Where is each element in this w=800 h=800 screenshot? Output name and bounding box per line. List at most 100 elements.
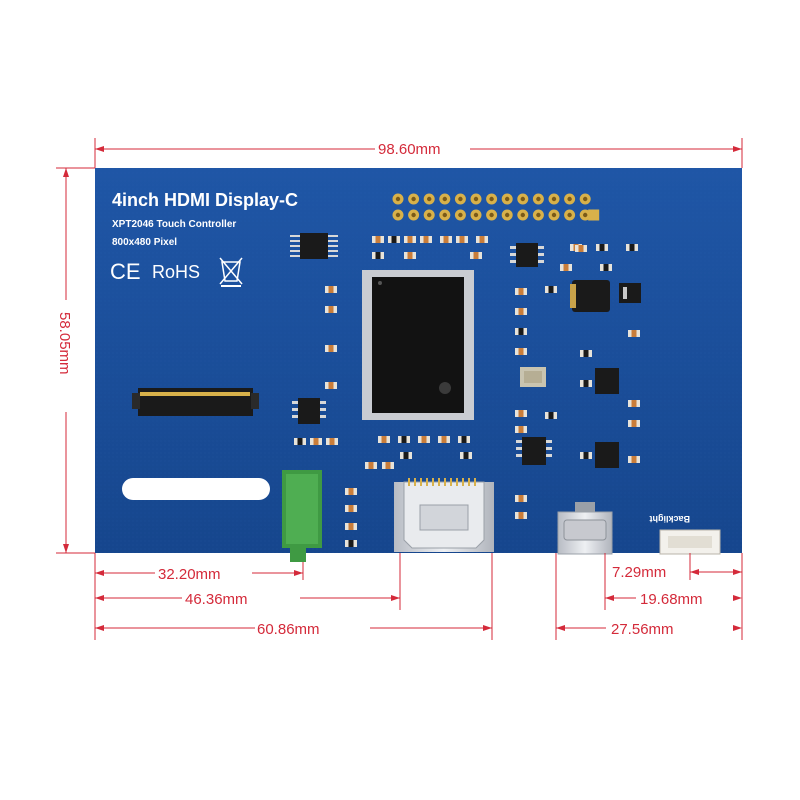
weee-bin-icon: [219, 257, 243, 287]
smd-component: [345, 488, 357, 495]
smd-component: [388, 236, 400, 243]
fpc-connector: [132, 388, 259, 416]
touch-controller-ic: [290, 233, 338, 259]
smd-component: [596, 244, 608, 251]
width-dimension: [94, 138, 743, 168]
gpio-pin-hole: [458, 196, 463, 202]
micro-usb-connector: [557, 502, 613, 555]
board-subtitle-touch: XPT2046 Touch Controller: [112, 219, 236, 230]
gpio-pin-hole: [411, 212, 416, 218]
gpio-pin-hole: [520, 196, 525, 202]
smd-component: [326, 438, 338, 445]
smd-component: [628, 456, 640, 463]
smd-component: [345, 505, 357, 512]
gpio-pin-hole: [505, 212, 510, 218]
smd-component: [325, 306, 337, 313]
gpio-pin-hole: [473, 196, 479, 202]
smd-component: [440, 236, 452, 243]
ce-mark: CE: [110, 259, 141, 284]
gpio-header: [392, 193, 600, 221]
crystal-oscillator: [520, 367, 546, 387]
gpio-pin-hole: [427, 212, 432, 218]
smd-component: [325, 345, 337, 352]
smd-component: [545, 412, 557, 419]
smd-component: [378, 436, 390, 443]
height-dimension: [56, 167, 95, 554]
smd-component: [460, 452, 472, 459]
smd-component: [580, 380, 592, 387]
hdmi-left-offset-label: 46.36mm: [185, 591, 248, 608]
gpio-pin-hole: [442, 212, 447, 218]
smd-component: [626, 244, 638, 251]
smd-component: [560, 264, 572, 271]
smd-component: [325, 382, 337, 389]
gpio-pin-hole: [411, 196, 416, 202]
smd-component: [382, 462, 394, 469]
gpio-pin-hole: [551, 212, 557, 218]
backlight-connector: [659, 529, 721, 555]
smd-component: [372, 236, 384, 243]
power-inductor: [570, 280, 610, 312]
gpio-pin-hole: [473, 212, 479, 218]
silkscreen-label-area: [122, 478, 270, 500]
gpio-pin-hole: [536, 212, 541, 218]
rohs-mark: RoHS: [152, 262, 200, 282]
audio-offset-label: 32.20mm: [158, 566, 221, 583]
dc-dc-ic-2: [595, 442, 619, 468]
gpio-pin-hole: [567, 196, 572, 202]
regulator-ic-top: [510, 243, 544, 267]
gpio-pin-hole: [567, 212, 572, 218]
gpio-pin-hole: [489, 212, 494, 218]
pcb-board: 4inch HDMI Display-C XPT2046 Touch Contr…: [95, 168, 742, 562]
smd-component: [515, 495, 527, 502]
usb-left-offset-label: 27.56mm: [611, 621, 674, 638]
diode-component: [619, 283, 641, 303]
smd-component: [628, 330, 640, 337]
ce-mark-text: CE: [110, 259, 141, 284]
left-ic-small: [292, 398, 326, 424]
smd-component: [345, 523, 357, 530]
gpio-pin-hole: [583, 196, 588, 202]
smd-component: [325, 286, 337, 293]
smd-component: [372, 252, 384, 259]
height-label: 58.05mm: [56, 312, 73, 375]
smd-component: [580, 350, 592, 357]
smd-component: [476, 236, 488, 243]
smd-component: [515, 348, 527, 355]
smd-component: [456, 236, 468, 243]
main-controller-chip: [362, 270, 474, 420]
smd-component: [515, 426, 527, 433]
smd-component: [600, 264, 612, 271]
width-label: 98.60mm: [378, 141, 441, 158]
dc-dc-ic-1: [595, 368, 619, 394]
hdmi-right-offset-label: 60.86mm: [257, 621, 320, 638]
backlight-label: Backlight: [649, 514, 690, 524]
gpio-pin-hole: [395, 212, 401, 218]
smd-component: [404, 252, 416, 259]
board-title: 4inch HDMI Display-C: [112, 190, 298, 210]
smd-component: [418, 436, 430, 443]
smd-component: [515, 512, 527, 519]
gpio-pin-hole: [458, 212, 463, 218]
smd-component: [515, 328, 527, 335]
smd-component: [458, 436, 470, 443]
smd-component: [400, 452, 412, 459]
gpio-pin-hole: [583, 212, 588, 218]
hdmi-connector: [394, 478, 494, 552]
smd-component: [515, 308, 527, 315]
gpio-pin-hole: [505, 196, 510, 202]
audio-jack: [282, 470, 322, 562]
smd-component: [438, 436, 450, 443]
eeprom-ic: [516, 437, 552, 465]
smd-component: [628, 400, 640, 407]
gpio-pin-1: [588, 209, 600, 221]
smd-component: [515, 410, 527, 417]
smd-component: [545, 286, 557, 293]
smd-component: [294, 438, 306, 445]
gpio-pin-hole: [520, 212, 525, 218]
gpio-pin-hole: [395, 196, 401, 202]
gpio-pin-hole: [551, 196, 557, 202]
smd-component: [470, 252, 482, 259]
smd-component: [420, 236, 432, 243]
